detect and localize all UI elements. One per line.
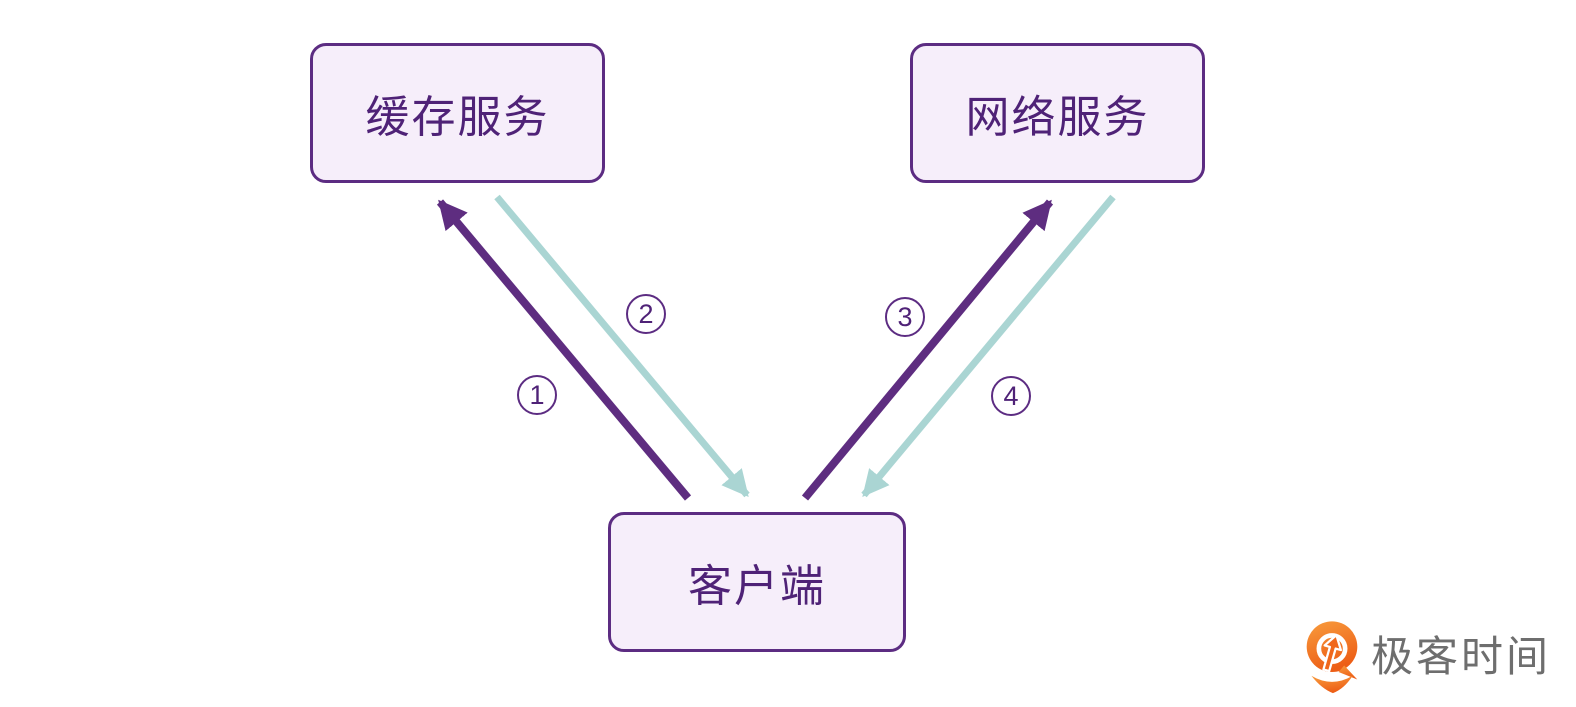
brand-footer: 极客时间 xyxy=(1302,620,1551,694)
arrow-network-to-client xyxy=(861,194,1116,498)
node-network-service: 网络服务 xyxy=(910,43,1205,183)
step-badge-4: 4 xyxy=(991,376,1031,416)
brand-name: 极客时间 xyxy=(1371,633,1552,680)
node-network-service-label: 网络服务 xyxy=(965,93,1150,142)
step-badge-1-number: 1 xyxy=(529,379,545,410)
geektime-logo-icon xyxy=(1306,621,1358,694)
step-badge-3-number: 3 xyxy=(897,301,913,332)
node-cache-service: 缓存服务 xyxy=(310,43,605,183)
node-client: 客户端 xyxy=(608,512,906,652)
step-badge-2-number: 2 xyxy=(638,298,654,329)
step-badge-1: 1 xyxy=(517,375,557,415)
step-badge-3: 3 xyxy=(885,297,925,337)
arrow-client-to-cache xyxy=(436,199,692,501)
arrow-cache-to-client xyxy=(494,194,750,498)
arrow-client-to-network xyxy=(801,199,1054,501)
node-cache-service-label: 缓存服务 xyxy=(365,93,550,142)
step-badge-4-number: 4 xyxy=(1003,380,1019,411)
node-client-label: 客户端 xyxy=(688,562,826,611)
step-badge-2: 2 xyxy=(626,294,666,334)
